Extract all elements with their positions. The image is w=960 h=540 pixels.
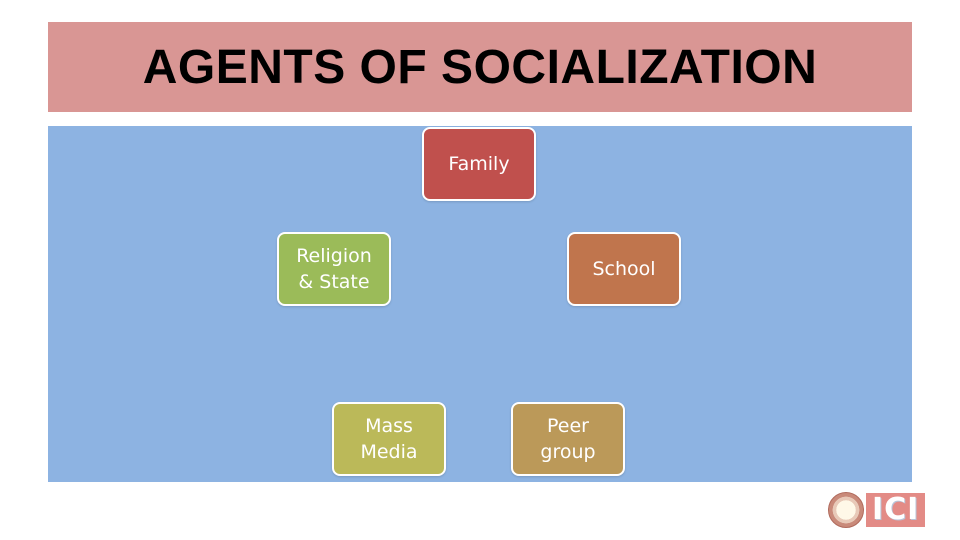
node-religion-state: Religion & State xyxy=(277,232,391,306)
node-mass-media: Mass Media xyxy=(332,402,446,476)
seal-emblem-icon xyxy=(828,492,864,528)
node-school: School xyxy=(567,232,681,306)
logo: ICI xyxy=(828,490,932,530)
node-family: Family xyxy=(422,127,536,201)
logo-text: ICI xyxy=(866,493,926,527)
title-bar: AGENTS OF SOCIALIZATION xyxy=(48,22,912,112)
node-peer-group: Peer group xyxy=(511,402,625,476)
slide-title: AGENTS OF SOCIALIZATION xyxy=(142,40,818,94)
